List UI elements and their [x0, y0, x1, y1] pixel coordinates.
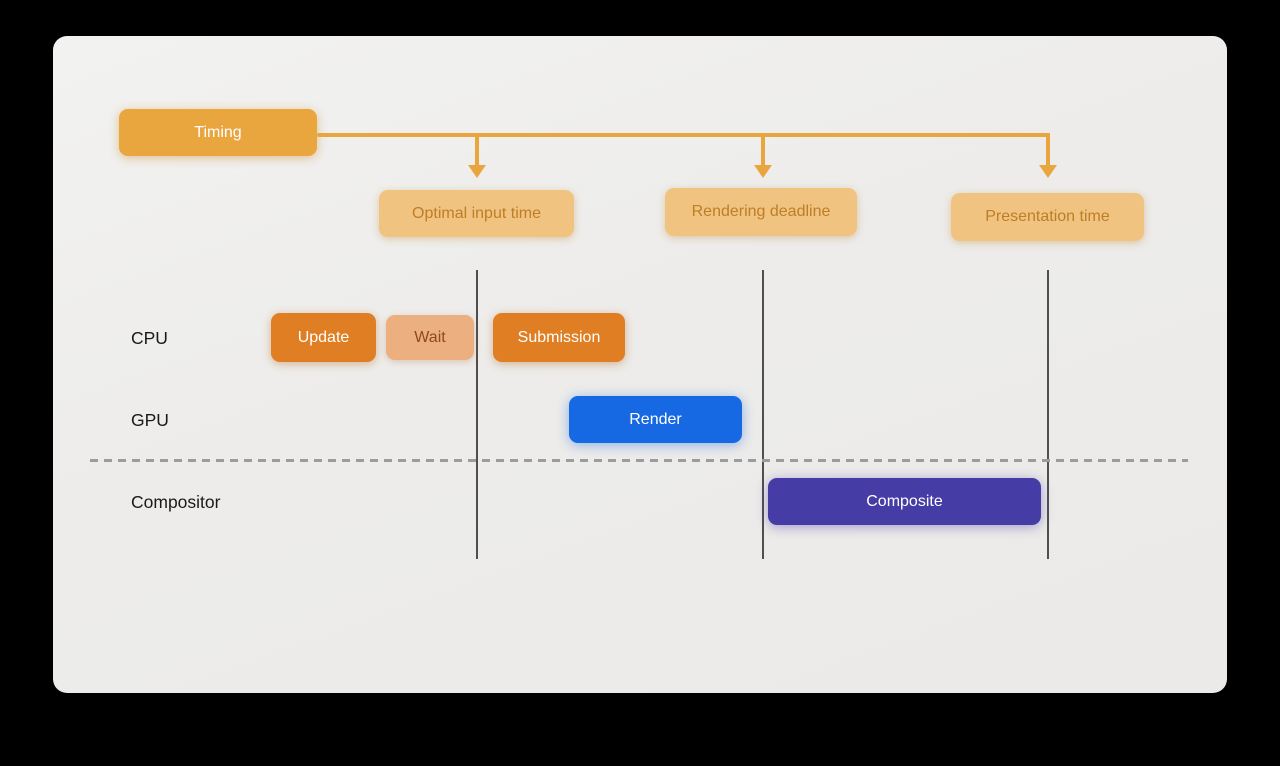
process-separator-dashed-line	[90, 459, 1188, 462]
lane-label-cpu: CPU	[131, 327, 168, 348]
diagram-card: Timing Optimal input time Rendering dead…	[53, 36, 1227, 693]
milestone-presentation-time: Presentation time	[951, 193, 1144, 241]
timing-connector-line	[317, 133, 1050, 137]
task-block-wait: Wait	[386, 315, 474, 360]
task-block-render: Render	[569, 396, 742, 443]
timeline-marker-rendering-deadline	[762, 270, 764, 559]
task-block-submission: Submission	[493, 313, 625, 362]
task-block-update: Update	[271, 313, 376, 362]
task-block-composite: Composite	[768, 478, 1041, 525]
timing-box: Timing	[119, 109, 317, 156]
timeline-marker-optimal-input	[476, 270, 478, 559]
lane-label-gpu: GPU	[131, 409, 169, 430]
milestone-optimal-input-time: Optimal input time	[379, 190, 574, 237]
lane-label-compositor: Compositor	[131, 491, 221, 512]
timeline-marker-presentation	[1047, 270, 1049, 559]
milestone-rendering-deadline: Rendering deadline	[665, 188, 857, 236]
